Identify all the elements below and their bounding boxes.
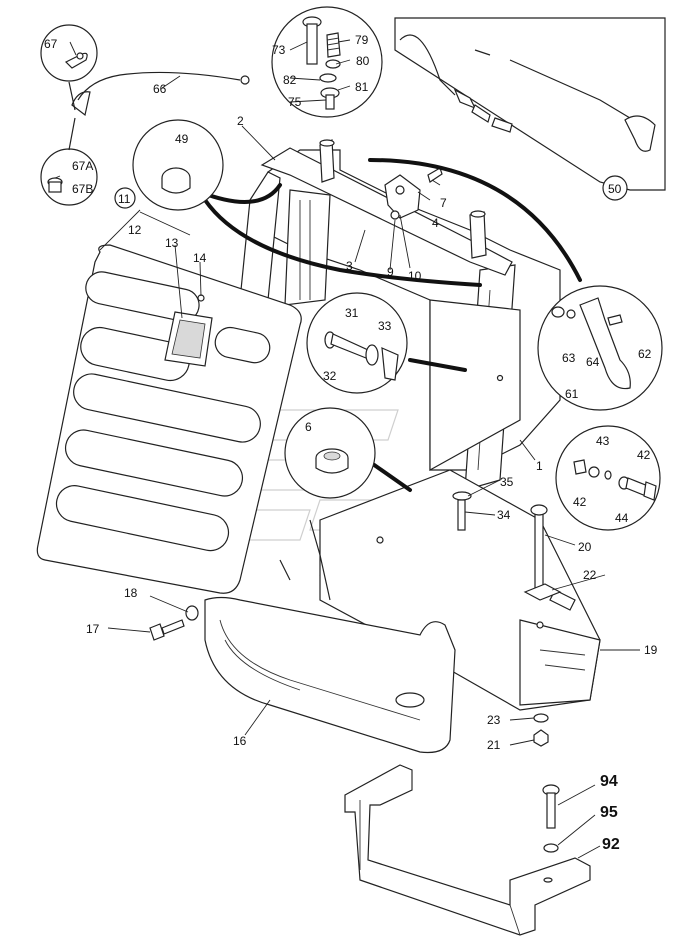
callout-21: 21 bbox=[487, 738, 501, 752]
washer-18 bbox=[185, 605, 199, 621]
callout-67b: 67B bbox=[72, 182, 93, 196]
leader-lines bbox=[54, 39, 640, 859]
nut-21 bbox=[533, 729, 549, 747]
callout-11: 11 bbox=[118, 192, 131, 206]
callout-62: 62 bbox=[638, 347, 652, 361]
detail-bubble-42-44 bbox=[555, 425, 661, 531]
washer-23 bbox=[533, 713, 549, 723]
detail-bubble-73-82 bbox=[271, 6, 383, 118]
detail-bubble-6 bbox=[284, 407, 376, 499]
callout-61: 61 bbox=[565, 387, 579, 401]
callout-50: 50 bbox=[608, 182, 622, 196]
callout-1: 1 bbox=[536, 459, 543, 473]
callout-81: 81 bbox=[355, 80, 369, 94]
bolt-17 bbox=[149, 619, 185, 641]
callout-10: 10 bbox=[408, 269, 422, 283]
mounting-bracket bbox=[344, 764, 591, 936]
callout-13: 13 bbox=[165, 236, 179, 250]
washer-95 bbox=[543, 843, 559, 853]
callout-35: 35 bbox=[500, 475, 514, 489]
callout-42-top: 42 bbox=[637, 448, 651, 462]
radiator-frame bbox=[239, 149, 561, 491]
bolt-94 bbox=[542, 784, 560, 829]
callout-43: 43 bbox=[596, 434, 610, 448]
callout-42-bottom: 42 bbox=[573, 495, 587, 509]
callout-63: 63 bbox=[562, 351, 576, 365]
plate-22 bbox=[523, 583, 562, 601]
detail-box-50 bbox=[394, 17, 666, 191]
callout-2: 2 bbox=[237, 114, 244, 128]
callout-82: 82 bbox=[283, 73, 297, 87]
bolt-34-washer-35 bbox=[452, 491, 472, 531]
callout-20: 20 bbox=[578, 540, 592, 554]
callout-23: 23 bbox=[487, 713, 501, 727]
callout-73: 73 bbox=[272, 43, 286, 57]
detail-bubble-61-64 bbox=[537, 285, 663, 411]
callout-95: 95 bbox=[600, 804, 618, 821]
callout-44: 44 bbox=[615, 511, 629, 525]
latch-assembly bbox=[384, 167, 443, 220]
detail-bubble-49 bbox=[132, 119, 224, 211]
stud-20 bbox=[530, 504, 548, 589]
callout-75: 75 bbox=[288, 95, 302, 109]
callout-64: 64 bbox=[586, 355, 600, 369]
callout-34: 34 bbox=[497, 508, 511, 522]
callout-6: 6 bbox=[305, 420, 312, 434]
callout-12: 12 bbox=[128, 223, 142, 237]
callout-18: 18 bbox=[124, 586, 138, 600]
callout-49: 49 bbox=[175, 132, 189, 146]
callout-80: 80 bbox=[356, 54, 370, 68]
callout-3: 3 bbox=[346, 259, 353, 273]
grille-panel bbox=[36, 244, 302, 594]
cable-66 bbox=[77, 71, 241, 101]
callout-67: 67 bbox=[44, 37, 58, 51]
callout-9: 9 bbox=[387, 265, 394, 279]
front-bumper bbox=[204, 596, 456, 754]
callout-67a: 67A bbox=[72, 159, 93, 173]
detail-bubble-67ab bbox=[40, 148, 98, 206]
callout-22: 22 bbox=[583, 568, 597, 582]
top-bracket bbox=[260, 139, 513, 276]
callout-94: 94 bbox=[600, 773, 618, 790]
callout-31: 31 bbox=[345, 306, 359, 320]
callout-19: 19 bbox=[644, 643, 658, 657]
callout-79: 79 bbox=[355, 33, 369, 47]
callout-92: 92 bbox=[602, 836, 620, 853]
callout-14: 14 bbox=[193, 251, 207, 265]
callout-66: 66 bbox=[153, 82, 167, 96]
detail-bubble-31-33 bbox=[306, 292, 408, 394]
callout-7: 7 bbox=[440, 196, 447, 210]
callout-16: 16 bbox=[233, 734, 247, 748]
callout-4: 4 bbox=[432, 216, 439, 230]
front-weight bbox=[319, 469, 601, 711]
detail-bubble-67 bbox=[40, 24, 98, 82]
callout-32: 32 bbox=[323, 369, 337, 383]
callout-17: 17 bbox=[86, 622, 100, 636]
callout-labels: 67 67A 67B 66 73 82 75 79 80 81 49 2 7 4… bbox=[44, 33, 658, 853]
callout-33: 33 bbox=[378, 319, 392, 333]
